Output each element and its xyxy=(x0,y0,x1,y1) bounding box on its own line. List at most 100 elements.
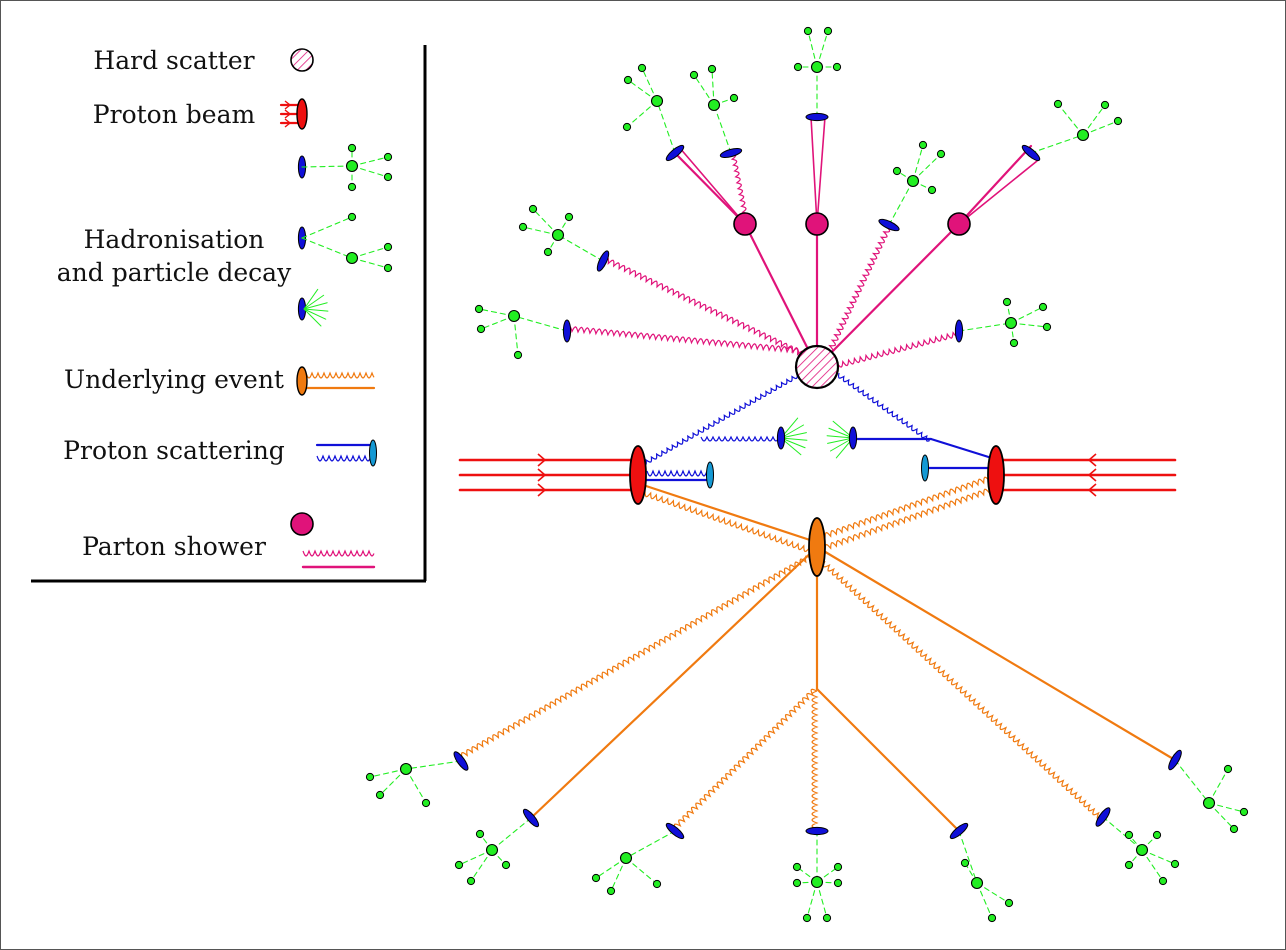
decay-dash xyxy=(513,315,568,332)
final-particle xyxy=(347,143,357,153)
final-particle xyxy=(1038,302,1048,312)
hadron-ellipse xyxy=(954,319,964,343)
legend-label-parton-shower: Parton shower xyxy=(82,532,266,561)
final-particle xyxy=(591,873,601,883)
decay-dash xyxy=(807,30,818,68)
decay-dash xyxy=(1102,816,1143,851)
final-particle xyxy=(803,26,813,36)
decay-dash xyxy=(713,104,732,154)
legend-shower-gluon xyxy=(302,549,375,557)
hadron-ellipse xyxy=(1095,807,1111,827)
proton-scatter-gluon xyxy=(646,469,710,477)
final-particle xyxy=(383,263,393,273)
decay-dash xyxy=(379,768,407,796)
decay-dash xyxy=(532,208,559,236)
final-particle xyxy=(1002,297,1012,307)
decay-dash xyxy=(1141,849,1164,882)
hadron-ellipse xyxy=(596,250,610,272)
incoming-gluon-left xyxy=(640,373,798,466)
hard-scatter-vertex xyxy=(794,344,840,390)
shower-line xyxy=(816,116,826,225)
decay-dash xyxy=(491,817,532,851)
ue-gluon xyxy=(673,688,818,832)
legend-beam-arrows xyxy=(284,100,292,128)
legend-label-underlying-event: Underlying event xyxy=(64,365,284,394)
legend-spray-line xyxy=(303,308,322,327)
legend-proton-beam-icon xyxy=(296,98,308,130)
final-particle xyxy=(1170,859,1180,869)
shower-line xyxy=(957,144,1033,226)
decay-particle xyxy=(810,60,824,74)
decay-dash xyxy=(626,100,658,128)
beam-arrow xyxy=(1087,468,1097,482)
final-particle xyxy=(454,860,464,870)
final-particle xyxy=(637,63,647,73)
legend: Hard scatter Proton beam Hadronisation a… xyxy=(31,45,427,583)
decay-particle xyxy=(1202,796,1216,810)
legend-decay-dash xyxy=(301,237,353,259)
final-particle xyxy=(729,93,739,103)
hadron-ellipse xyxy=(522,808,540,828)
shower-gluon xyxy=(826,225,891,352)
ue-gluon xyxy=(822,560,1101,820)
hadron-ellipse xyxy=(805,112,829,122)
final-particle xyxy=(652,879,662,889)
decay-dash xyxy=(888,180,914,226)
decay-dash xyxy=(1010,322,1048,328)
final-particle xyxy=(927,185,937,195)
decay-dash xyxy=(1082,120,1119,136)
proton-blob-left xyxy=(629,445,647,505)
legend-label-proton-scattering: Proton scattering xyxy=(63,436,285,465)
shower-gluon xyxy=(836,330,960,368)
final-particle xyxy=(1124,830,1134,840)
decay-dash xyxy=(625,857,658,885)
legend-decay-dash xyxy=(351,156,389,167)
shower-line xyxy=(678,146,746,225)
final-particle xyxy=(365,772,375,782)
final-particle xyxy=(1223,764,1233,774)
shower-line xyxy=(673,151,747,226)
legend-proton-scattering-icon xyxy=(369,439,377,467)
final-particle xyxy=(1009,338,1019,348)
shower-line xyxy=(958,160,1038,225)
event-vertices xyxy=(345,26,1249,923)
shower-gluon xyxy=(730,152,749,225)
decay-particle xyxy=(345,251,359,265)
shower-gluon xyxy=(566,325,800,354)
legend-decay-dash xyxy=(351,246,389,259)
decay-dash xyxy=(958,830,978,884)
final-particle xyxy=(823,26,833,36)
hadron-ellipse xyxy=(949,822,969,840)
final-particle xyxy=(528,204,538,214)
isr-gluon xyxy=(700,435,782,442)
decay-particle xyxy=(650,94,664,108)
final-particle xyxy=(832,62,842,72)
decay-dash xyxy=(1141,849,1176,865)
decay-particle xyxy=(507,309,521,323)
ue-gluon xyxy=(459,555,812,760)
decay-dash xyxy=(641,67,658,102)
legend-label-particle-decay: and particle decay xyxy=(57,258,292,287)
decay-dash xyxy=(912,144,924,182)
final-particle xyxy=(707,64,717,74)
beam-arrow xyxy=(537,468,547,482)
decay-particle xyxy=(810,875,824,889)
decay-particle xyxy=(906,174,920,188)
incoming-gluon-right xyxy=(838,372,930,442)
ue-gluon-left xyxy=(644,490,812,554)
decay-dash xyxy=(711,68,715,106)
final-particle xyxy=(623,75,633,85)
legend-parton-shower-icon xyxy=(290,512,314,536)
decay-dash xyxy=(693,74,715,106)
final-particle xyxy=(1100,100,1110,110)
legend-spray-line xyxy=(303,294,325,310)
legend-decay-dash xyxy=(351,165,389,178)
final-particle xyxy=(1004,898,1014,908)
beam-arrow xyxy=(1087,453,1097,467)
shower-line xyxy=(810,116,818,225)
final-particle xyxy=(518,222,528,232)
final-particle xyxy=(689,70,699,80)
final-particle xyxy=(383,172,393,182)
legend-spray-line xyxy=(303,288,319,310)
decay-dash xyxy=(976,882,993,919)
